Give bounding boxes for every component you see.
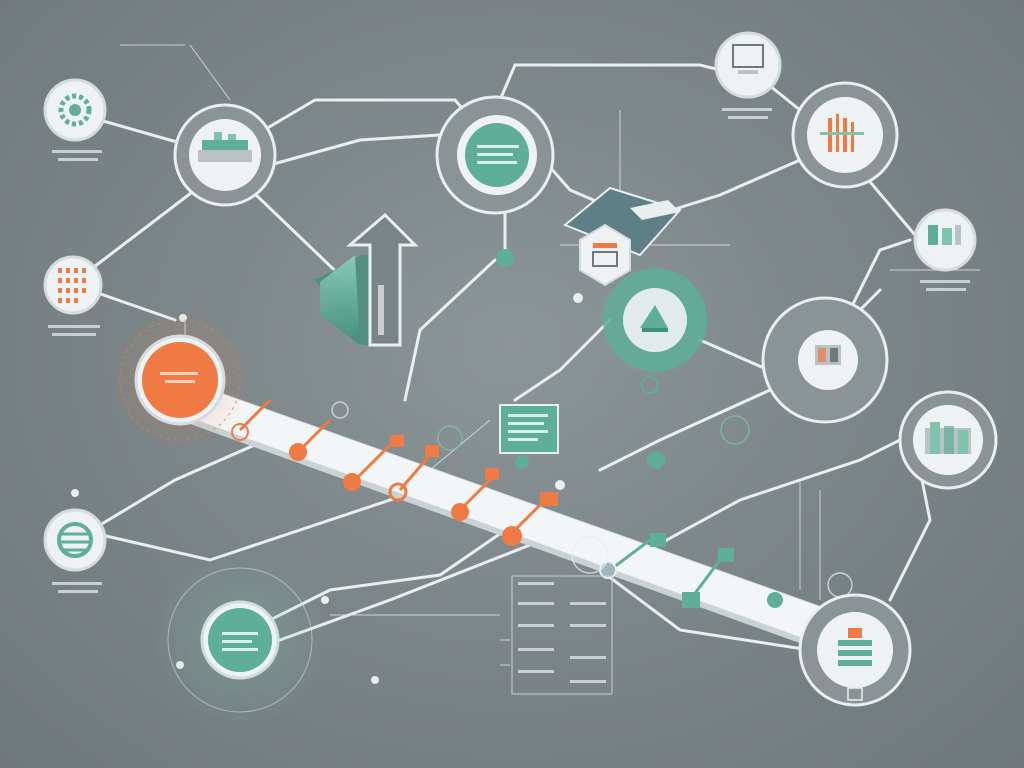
stacked-layers-icon	[838, 628, 872, 666]
link-line	[513, 318, 612, 402]
teal-hub-icon	[640, 305, 668, 332]
node-teal-circuit[interactable]	[43, 508, 107, 593]
node-teal-display[interactable]	[435, 95, 555, 215]
node-box[interactable]	[579, 223, 631, 287]
node-server-tray[interactable]	[173, 103, 277, 207]
orange-node-dot	[231, 423, 249, 441]
node-gear[interactable]	[43, 78, 107, 161]
grey-node-dot	[71, 489, 79, 497]
node-box-rack[interactable]	[761, 296, 889, 424]
orange-node-dot	[502, 526, 522, 546]
link-line	[268, 133, 442, 167]
teal-node-dot	[496, 249, 514, 267]
node-teal-hub[interactable]	[603, 268, 707, 372]
teal-info-panel[interactable]	[499, 404, 559, 454]
orange-block	[390, 435, 404, 447]
teal-circuit-icon	[57, 522, 93, 558]
orange-barcode-icon	[820, 114, 864, 152]
grey-node-dot	[321, 596, 329, 604]
teal-node-dot	[515, 455, 529, 469]
link-line	[78, 488, 422, 562]
grey-node-dot	[371, 676, 379, 684]
link-line	[628, 428, 922, 562]
teal-block	[682, 592, 700, 608]
orange-node-dot	[388, 482, 408, 502]
folder-shape	[563, 186, 682, 257]
teal-block	[718, 548, 734, 562]
teal-core-icon	[222, 632, 258, 651]
node-teal-core[interactable]	[167, 567, 313, 713]
conveyor-connectors	[238, 398, 722, 601]
orange-node-dot	[451, 503, 469, 521]
server-tray-icon	[198, 132, 252, 162]
teal-node-dot	[647, 451, 665, 469]
conveyor-nodes	[71, 249, 783, 684]
node-server-rack[interactable]	[913, 208, 977, 291]
gear-icon	[58, 93, 92, 127]
link-line	[598, 388, 772, 472]
node-stacked-layers[interactable]	[798, 593, 912, 707]
document-panel	[511, 575, 613, 695]
teal-display-icon	[477, 145, 519, 164]
orange-dots-grid-icon	[58, 268, 86, 303]
node-orange-barcode[interactable]	[791, 81, 899, 189]
link-line	[498, 63, 742, 102]
box-rack-icon	[815, 345, 841, 365]
teal-block	[650, 533, 666, 547]
orange-node-dot	[289, 443, 307, 461]
node-orange-grid[interactable]	[43, 255, 103, 336]
up-arrow-icon	[315, 212, 419, 347]
node-orange-core[interactable]	[119, 319, 241, 441]
orange-block	[425, 445, 439, 457]
server-rack-icon	[928, 225, 961, 245]
orange-core-icon	[160, 372, 198, 383]
link-line	[403, 258, 497, 402]
orange-block	[485, 468, 499, 480]
teal-node-dot	[767, 592, 783, 608]
grey-node-dot	[555, 480, 565, 490]
link-line	[598, 568, 812, 652]
grey-node-dot	[573, 293, 583, 303]
node-building[interactable]	[898, 390, 998, 490]
building-icon	[925, 422, 971, 454]
link-line	[88, 188, 197, 272]
orange-node-dot	[343, 473, 361, 491]
monitor-icon	[732, 44, 764, 74]
node-monitor[interactable]	[714, 31, 782, 119]
link-line	[888, 468, 932, 602]
decorative-rings	[331, 401, 853, 598]
orange-block	[540, 492, 558, 506]
link-line	[843, 238, 912, 322]
